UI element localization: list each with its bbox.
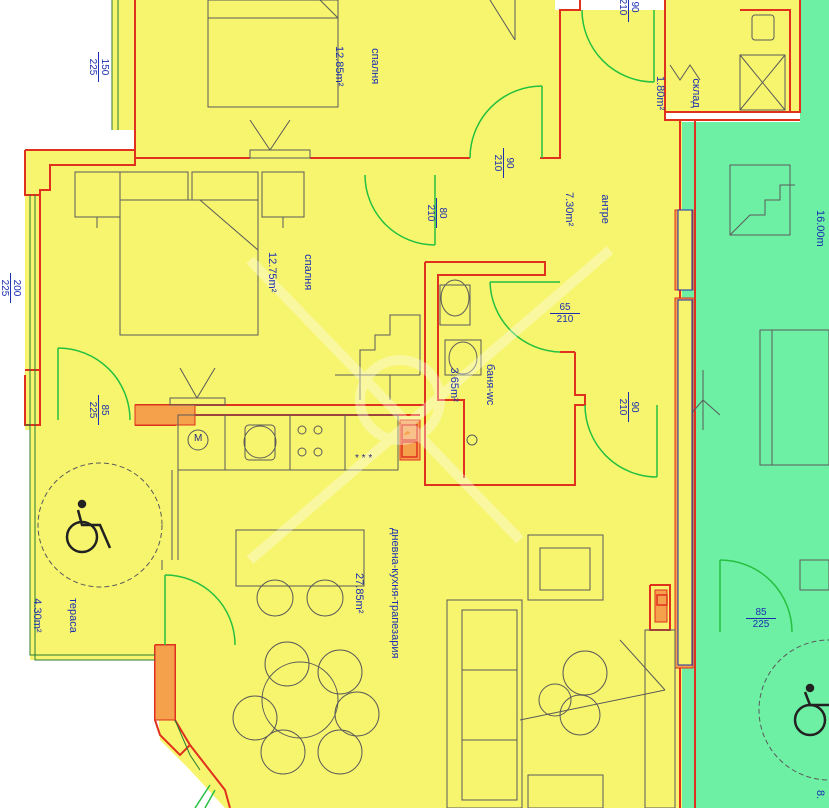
dim-height: 210	[425, 204, 436, 222]
terrace-lines	[25, 0, 201, 771]
room-name: баня-wc	[484, 364, 496, 406]
neighbor-area-partial-bottom: 8.	[814, 790, 826, 800]
windows	[677, 209, 693, 666]
room-name: антре	[599, 194, 611, 224]
appliance-boxes	[401, 424, 668, 606]
turning-circles	[37, 462, 829, 781]
dim-width: 90	[504, 157, 515, 169]
dim-width: 200	[11, 279, 22, 297]
socket-stars: * * *	[355, 453, 373, 464]
neighbor-area-partial: 16.00m	[814, 210, 826, 247]
dim-width: 65	[559, 302, 571, 313]
dim-height: 210	[617, 0, 628, 16]
room-label-entry: антре 7.30m²	[551, 192, 635, 226]
room-area: 7.30m²	[563, 192, 575, 227]
room-area: 3.65m²	[448, 367, 460, 402]
dim-height: 210	[556, 314, 574, 325]
room-area: 12.85m²	[333, 46, 345, 87]
dim-height: 225	[87, 58, 98, 76]
room-label-closet: склад 1.80m²	[642, 76, 726, 110]
dim-width: 150	[99, 58, 110, 76]
dim-width: 85	[755, 607, 767, 618]
dim-height: 225	[87, 401, 98, 419]
room-label-living: дневна-кухня-трапезария 27.85m²	[341, 528, 425, 658]
room-name: спалня	[369, 48, 381, 85]
doors	[57, 9, 793, 808]
room-area: 12.75m²	[266, 252, 278, 293]
watermark	[246, 246, 614, 564]
closet-floor	[665, 0, 800, 112]
room-label-bath: баня-wc 3.65m²	[436, 364, 520, 405]
dim-width: 90	[629, 401, 640, 413]
wheelchair-icon-right	[793, 683, 829, 737]
dim-width: 85	[99, 404, 110, 416]
dim-height: 210	[617, 398, 628, 416]
dim-width: 90	[629, 1, 640, 13]
room-name: тераса	[67, 598, 79, 633]
room-name: спалня	[302, 254, 314, 291]
room-area: 1.80m²	[654, 76, 666, 111]
room-area: 27.85m²	[353, 573, 365, 614]
dim-width: 80	[437, 207, 448, 219]
room-label-bedroom2: спалня 12.75m²	[254, 252, 338, 292]
room-label-terrace: тераса 4.30m²	[19, 598, 103, 633]
dim-height: 225	[752, 619, 770, 630]
washer-symbol: M	[194, 433, 203, 444]
room-name: дневна-кухня-трапезария	[389, 528, 401, 659]
fixtures	[74, 0, 829, 808]
dim-height: 225	[0, 279, 10, 297]
wheelchair-icon	[65, 499, 112, 554]
room-area: 4.30m²	[31, 598, 43, 633]
room-name: склад	[690, 78, 702, 108]
dim-height: 210	[492, 154, 503, 172]
room-label-bedroom1: спалня 12.85m²	[321, 46, 405, 86]
